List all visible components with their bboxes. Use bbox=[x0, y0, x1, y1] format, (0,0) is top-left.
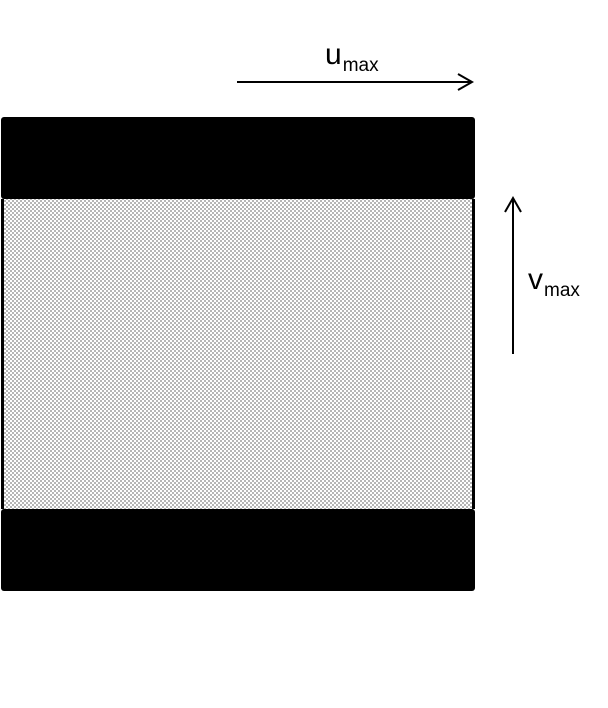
v-arrow bbox=[504, 195, 522, 354]
top-band bbox=[1, 117, 475, 199]
v-max-label: vmax bbox=[528, 263, 580, 301]
v-max-main: v bbox=[528, 263, 543, 296]
dotted-middle-region bbox=[4, 199, 472, 509]
bottom-band bbox=[1, 509, 475, 591]
u-max-main: u bbox=[325, 38, 342, 71]
u-max-label: umax bbox=[325, 38, 379, 76]
middle-right-edge bbox=[472, 199, 475, 509]
u-max-subscript: max bbox=[342, 55, 379, 76]
u-arrow bbox=[237, 73, 475, 91]
block bbox=[1, 117, 475, 591]
v-max-subscript: max bbox=[544, 280, 580, 301]
middle-left-edge bbox=[1, 199, 4, 509]
